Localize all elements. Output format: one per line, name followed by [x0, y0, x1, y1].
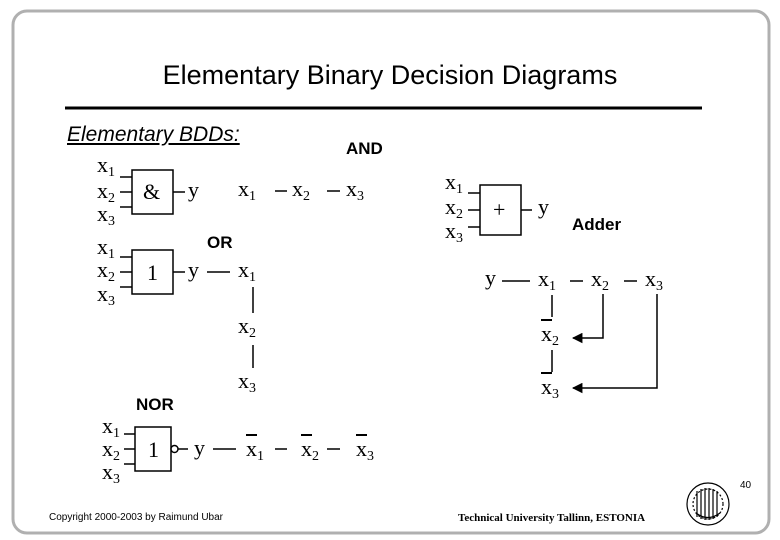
- slide-border: [11, 9, 771, 535]
- nor-output-y: y: [194, 435, 205, 460]
- or-output-y: y: [188, 257, 199, 282]
- and-bdd-node-x1: x1: [238, 176, 256, 204]
- adder-bdd-node-x2: x2: [591, 266, 609, 294]
- adder-bdd-node-x2-bar: x2: [541, 321, 559, 349]
- adder-bdd-root-y: y: [485, 265, 496, 290]
- university-logo: [686, 482, 730, 526]
- page-number: 40: [740, 480, 752, 491]
- or-label: OR: [207, 233, 233, 252]
- nor-input-x1: x1: [102, 413, 120, 441]
- or-bdd-node-x3: x3: [238, 368, 256, 396]
- page-title: Elementary Binary Decision Diagrams: [162, 60, 618, 90]
- and-label: AND: [346, 139, 383, 158]
- or-input-x3: x3: [97, 281, 115, 309]
- nor-input-x2: x2: [102, 436, 120, 464]
- copyright-text: Copyright 2000-2003 by Raimund Ubar: [49, 512, 223, 523]
- adder-output-y: y: [538, 194, 549, 219]
- section-subtitle: Elementary BDDs:: [67, 123, 240, 146]
- or-bdd-node-x1: x1: [238, 257, 256, 285]
- university-name: Technical University Tallinn, ESTONIA: [458, 512, 646, 524]
- adder-arrow-x2-to-x2bar: [571, 294, 604, 344]
- adder-bdd-node-x3: x3: [645, 266, 663, 294]
- adder-arrow-x3-to-x3bar: [571, 294, 658, 394]
- nor-gate-symbol: 1: [148, 437, 159, 462]
- or-input-x2: x2: [97, 257, 115, 285]
- nor-bdd-node-x2-bar: x2: [301, 436, 319, 464]
- and-input-x2: x2: [97, 178, 115, 206]
- adder-input-x1: x1: [445, 169, 463, 197]
- nor-bdd-node-x3-bar: x3: [356, 436, 374, 464]
- nor-bdd-node-x1-bar: x1: [246, 436, 264, 464]
- and-gate-symbol: &: [143, 179, 161, 204]
- adder-input-x3: x3: [445, 218, 463, 246]
- and-bdd-node-x2: x2: [292, 176, 310, 204]
- nor-label: NOR: [136, 395, 174, 414]
- adder-bdd-node-x1: x1: [538, 266, 556, 294]
- nor-input-x3: x3: [102, 459, 120, 487]
- adder-input-x2: x2: [445, 194, 463, 222]
- or-bdd-node-x2: x2: [238, 313, 256, 341]
- and-input-x3: x3: [97, 201, 115, 229]
- adder-gate-symbol: +: [493, 197, 506, 222]
- adder-label: Adder: [572, 215, 622, 234]
- or-gate-symbol: 1: [147, 260, 158, 285]
- and-output-y: y: [188, 177, 199, 202]
- adder-bdd-node-x3-bar: x3: [541, 374, 559, 402]
- and-input-x1: x1: [97, 152, 115, 180]
- or-input-x1: x1: [97, 234, 115, 262]
- nor-inversion-bubble: [170, 444, 179, 454]
- and-bdd-node-x3: x3: [346, 176, 364, 204]
